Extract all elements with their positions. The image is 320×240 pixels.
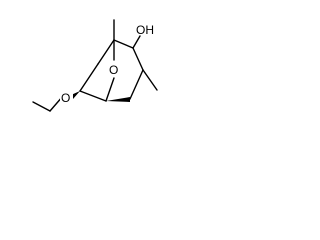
ether-oxygen-backing xyxy=(60,90,73,104)
structure-diagram: O O OH xyxy=(0,0,196,135)
hydroxyl-label: OH xyxy=(136,23,154,37)
molecule-drawing: O O OH xyxy=(32,19,158,112)
bridge-oxygen-backing xyxy=(108,62,121,76)
ether-oxygen-label: O xyxy=(61,91,70,105)
bond-c2-c1 xyxy=(97,39,115,65)
bond-c1-c7 xyxy=(113,39,134,49)
wedge-c3-ether-o xyxy=(71,91,80,99)
bond-ch2-ch3 xyxy=(32,101,51,112)
bond-c5-c6 xyxy=(129,69,144,100)
wedge-c4-c5 xyxy=(106,97,130,102)
bond-c6-methyl xyxy=(142,69,158,91)
bond-c7-c6 xyxy=(132,47,144,71)
bond-c7-hydroxyl xyxy=(132,35,141,49)
bridge-oxygen-label: O xyxy=(109,63,118,77)
bond-c3-c4 xyxy=(79,90,107,102)
bond-c2-c3 xyxy=(79,63,99,92)
bond-bridge-o-c4 xyxy=(105,77,115,102)
